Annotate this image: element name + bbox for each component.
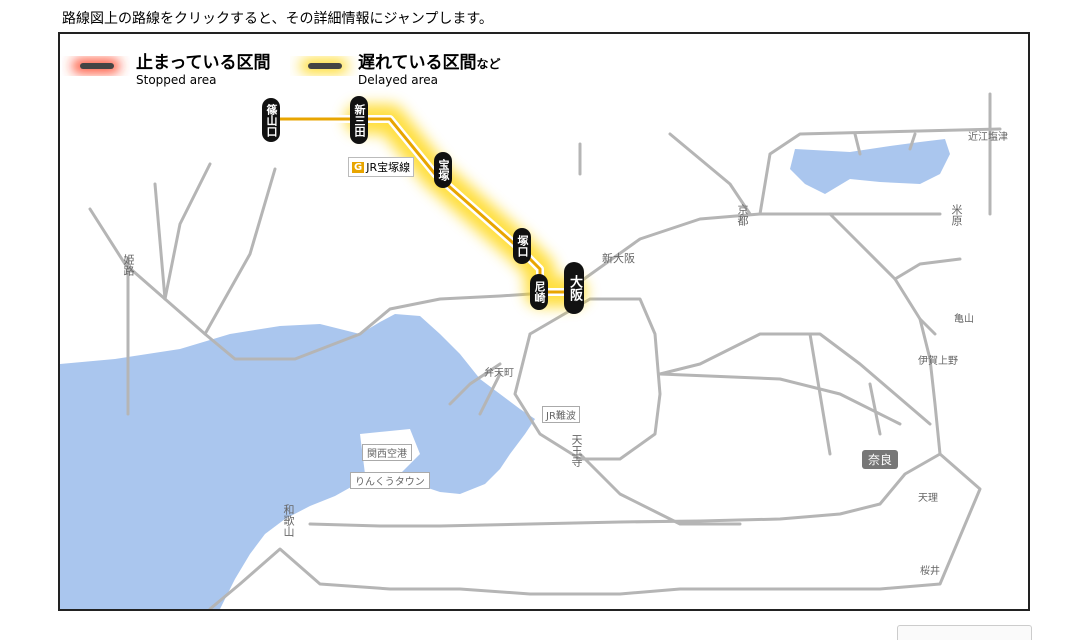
station-rinku-town[interactable]: りんくうタウン (350, 472, 430, 489)
route-map[interactable]: 止まっている区間 Stopped area 遅れている区間など Delayed … (58, 32, 1030, 611)
station-tsukaguchi[interactable]: 塚口 (513, 228, 531, 264)
station-sakurai[interactable]: 桜井 (920, 566, 940, 577)
station-omi-shiotsu[interactable]: 近江塩津 (968, 132, 1008, 143)
stopped-legend: 止まっている区間 Stopped area (136, 48, 270, 87)
station-kameyama[interactable]: 亀山 (954, 314, 974, 325)
station-bentencho[interactable]: 弁天町 (484, 368, 514, 379)
station-kyoto[interactable]: 京都 (736, 204, 749, 226)
line-name: JR宝塚線 (366, 161, 411, 174)
osaka-bay-sea (60, 314, 535, 609)
instruction-text: 路線図上の路線をクリックすると、その詳細情報にジャンプします。 (62, 11, 493, 27)
station-sasayamaguchi[interactable]: 篠山口 (262, 98, 280, 142)
line-code-badge: G (352, 161, 365, 173)
station-nara[interactable]: 奈良 (862, 450, 899, 469)
stopped-legend-sub: Stopped area (136, 73, 217, 87)
station-kansai-airport[interactable]: 関西空港 (362, 444, 412, 461)
delayed-legend-suffix: など (476, 57, 501, 71)
route-map-svg[interactable] (60, 34, 1028, 609)
lake-biwa (790, 139, 950, 194)
delayed-legend-label: 遅れている区間 (358, 53, 477, 73)
stopped-legend-swatch (80, 63, 114, 69)
station-tennoji[interactable]: 天王寺 (570, 434, 583, 467)
station-iga-ueno[interactable]: 伊賀上野 (918, 356, 958, 367)
station-himeji[interactable]: 姫路 (122, 254, 135, 276)
station-shin-osaka[interactable]: 新大阪 (602, 252, 635, 265)
legend (72, 59, 348, 73)
station-tenri[interactable]: 天理 (918, 493, 938, 504)
station-takarazuka[interactable]: 宝塚 (434, 152, 452, 188)
station-shinsanda[interactable]: 新三田 (350, 96, 368, 144)
delayed-legend-sub: Delayed area (358, 73, 438, 87)
station-jr-namba[interactable]: JR難波 (542, 406, 580, 423)
station-maibara[interactable]: 米原 (950, 204, 963, 226)
station-amagasaki[interactable]: 尼崎 (530, 274, 548, 310)
delayed-legend: 遅れている区間など Delayed area (358, 48, 501, 87)
line-badge[interactable]: G JR宝塚線 (348, 157, 415, 177)
delayed-legend-swatch (308, 63, 342, 69)
station-wakayama[interactable]: 和歌山 (282, 504, 295, 537)
scroll-tab[interactable] (897, 625, 1032, 640)
station-osaka[interactable]: 大阪 (564, 262, 584, 314)
stopped-legend-label: 止まっている区間 (136, 53, 271, 73)
railway-network[interactable] (88, 92, 1002, 609)
